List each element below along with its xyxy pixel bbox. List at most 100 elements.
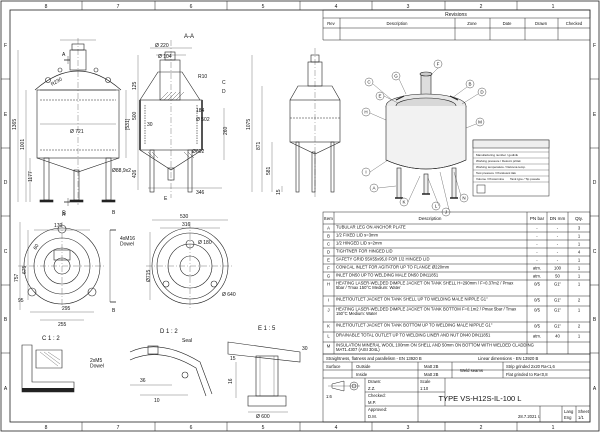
revisions-table [322, 9, 591, 41]
parts-qty: 2 [578, 298, 581, 303]
dim-125: 125 [132, 81, 138, 90]
callout-label: L [435, 204, 438, 209]
dim-d640: Ø 640 [222, 292, 236, 298]
title-block-grid [322, 353, 591, 423]
parts-pn: - [536, 258, 538, 263]
dim-95: 95 [18, 298, 24, 304]
parts-description: 1/2 HINGED LID s=2mm [336, 241, 382, 246]
rev-header: Drawn [535, 21, 548, 26]
parts-description: 1/2 FIXED LID s=3mm [336, 233, 379, 238]
dim-1001: 1001 [20, 139, 26, 150]
parts-pn: - [536, 250, 538, 255]
parts-item: M [327, 344, 331, 349]
section-aa-view [137, 40, 225, 198]
checked-value: M.P. [368, 400, 376, 405]
callout-bubbles [361, 59, 487, 217]
nameplate-row: Tank type / Tip posode [510, 177, 540, 181]
dim-d220: Ø 220 [155, 43, 169, 49]
drawn-label: Drawn: [368, 379, 381, 384]
zone-letter: C [4, 249, 8, 255]
dim-d715: Ø715 [146, 270, 152, 282]
parts-qty: 1 [578, 258, 581, 263]
side-view [251, 48, 341, 198]
section-aa-title: A-A [184, 34, 194, 40]
parts-qty: 1 [578, 334, 581, 339]
dim-d104: Ø 104 [158, 54, 172, 60]
dim-d602: Ø602 [192, 149, 204, 155]
parts-qty: 1 [578, 242, 581, 247]
nameplate-row: Volume / Prostornina [476, 177, 504, 181]
parts-item: G [327, 274, 330, 279]
dim-1075: 1075 [246, 119, 252, 130]
dim-1177: 1177 [28, 171, 34, 182]
parts-pn: atm. [533, 274, 541, 279]
parts-description: HEATING LASER-WELDED DIMPLE JACKET ON TA… [336, 307, 517, 317]
parts-pn: - [536, 242, 538, 247]
lang-value: Eng [564, 415, 572, 420]
parts-item: H [327, 282, 330, 287]
zone-label: 4 [335, 425, 338, 431]
zone-label: 3 [407, 4, 410, 10]
parts-dn: - [557, 234, 559, 239]
parts-dn: - [557, 242, 559, 247]
parts-item: K [327, 324, 330, 329]
dim-316: 316 [182, 222, 191, 228]
parts-header: Qty. [575, 216, 583, 221]
callout-label: H [364, 110, 367, 115]
parts-dn: - [557, 250, 559, 255]
strip-finish: Strip grinded 2x20 Ra<1,6 [506, 364, 555, 369]
parts-item: D [327, 250, 330, 255]
dim-r230: R230 [50, 76, 64, 87]
parts-dn: 100 [554, 266, 562, 271]
callout-label: G [394, 74, 398, 79]
scale-label: Scale [420, 379, 431, 384]
dim-500: 500 [132, 111, 138, 120]
parts-qty: 3 [578, 226, 581, 231]
parts-qty: 1 [578, 282, 581, 287]
zone-label: 7 [117, 425, 120, 431]
dim-426: 426 [132, 169, 138, 178]
callout-label: N [462, 196, 465, 201]
zone-letter: B [4, 317, 8, 323]
section-marker-a: A [62, 212, 66, 218]
parts-dn: G1" [554, 324, 562, 329]
parts-item: I [328, 298, 329, 303]
outside-finish: Matt 2B [424, 364, 439, 369]
section-marker-b: B [112, 308, 116, 314]
inside-finish: Matt 2B [424, 372, 439, 377]
zone-label: 1 [552, 4, 555, 10]
parts-dn: - [557, 226, 559, 231]
approved-label: Approved: [368, 407, 387, 412]
parts-description: INLET/OUTLET JACKET ON TANK BOTTOM UP TO… [336, 323, 493, 328]
nameplate-row: Test pressure / Preiskusni tlak [476, 171, 516, 175]
parts-header: Description [419, 216, 442, 221]
inside-label: Inside [356, 372, 368, 377]
dim-10: 10 [154, 398, 160, 404]
callout-label: K [402, 200, 405, 205]
dim-530: 530 [180, 214, 189, 220]
zone-letter: F [4, 43, 7, 49]
revisions-title: Revisions [445, 12, 467, 18]
callout-label: B [468, 82, 471, 87]
dim-255: 255 [58, 322, 67, 328]
parts-dn: G1" [554, 282, 562, 287]
parts-item: C [327, 242, 330, 247]
surface-label: Surface [326, 364, 341, 369]
parts-pn: 0/5 [534, 282, 540, 287]
parts-dn: 50 [555, 274, 560, 279]
callout-label: M [478, 120, 482, 125]
dim-d502: Ø 502 [196, 117, 210, 123]
lang-label: Lang [564, 409, 574, 414]
dim-675: 675 [22, 265, 28, 274]
detail-d-view [129, 345, 213, 397]
parts-qty: 1 [578, 266, 581, 271]
parts-description: CONICAL INLET FOR AGITATOR UP TO FLANGE … [336, 265, 450, 270]
parts-pn: - [536, 234, 538, 239]
zone-label: 5 [262, 4, 265, 10]
bottom-view-b [18, 222, 116, 321]
dim-16: 16 [228, 378, 234, 384]
dim-r10: R10 [198, 74, 207, 80]
dim-581: 581 [266, 166, 272, 175]
